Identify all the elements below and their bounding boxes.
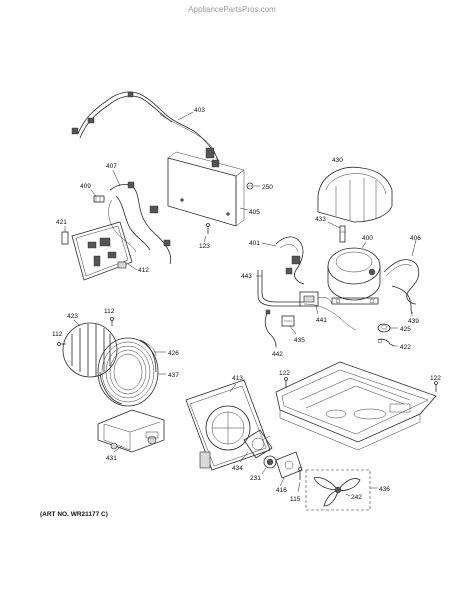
- fan-blade-box-436[interactable]: [305, 469, 371, 511]
- callout-405: 405: [249, 209, 260, 216]
- callout-426: 426: [168, 350, 179, 357]
- callout-112-top: 112: [104, 308, 115, 315]
- relay-441[interactable]: [299, 291, 333, 307]
- wire-442[interactable]: [264, 309, 277, 347]
- callout-250: 250: [262, 184, 273, 191]
- callout-416: 416: [276, 487, 287, 494]
- callout-433: 433: [315, 216, 326, 223]
- condenser-coil-437[interactable]: [97, 337, 159, 407]
- callout-431: 431: [106, 455, 117, 462]
- wire-harness-407[interactable]: [108, 181, 172, 265]
- insulation-426[interactable]: [139, 339, 157, 357]
- callout-441: 441: [316, 317, 327, 324]
- screw-122-right[interactable]: [434, 381, 438, 393]
- bracket-431[interactable]: [97, 409, 165, 453]
- callout-434: 434: [232, 465, 243, 472]
- callout-443: 443: [241, 273, 252, 280]
- callout-409: 409: [80, 183, 91, 190]
- grommet-231[interactable]: [263, 455, 277, 469]
- tube-439[interactable]: [391, 285, 413, 315]
- screw-115[interactable]: [298, 467, 302, 481]
- grommet-425[interactable]: [377, 323, 391, 333]
- machine-base[interactable]: [275, 361, 437, 451]
- callout-425: 425: [400, 326, 411, 333]
- screw-112-left[interactable]: [57, 342, 67, 346]
- screw-250[interactable]: [246, 182, 254, 190]
- louver-423[interactable]: [62, 322, 118, 378]
- screw-122-left[interactable]: [284, 377, 288, 389]
- screw-123-top[interactable]: [206, 223, 210, 235]
- callout-401: 401: [249, 240, 260, 247]
- suction-line-443[interactable]: [257, 270, 357, 331]
- callout-400: 400: [362, 235, 373, 242]
- motor-434[interactable]: [243, 429, 273, 459]
- cover-405[interactable]: [167, 151, 245, 227]
- callout-123: 123: [199, 243, 210, 250]
- wire-harness-403[interactable]: [71, 91, 220, 168]
- bracket-416[interactable]: [275, 451, 303, 479]
- callout-435: 435: [294, 337, 305, 344]
- callout-439: 439: [408, 318, 419, 325]
- callout-421: 421: [56, 219, 67, 226]
- callout-436: 436: [379, 486, 390, 493]
- compressor-400[interactable]: [327, 247, 381, 305]
- bracket-421[interactable]: [61, 231, 69, 245]
- art-number: (ART NO. WR21177 C): [40, 511, 108, 518]
- watermark: AppliancePartsPros.com: [188, 5, 276, 14]
- tubing-406[interactable]: [383, 259, 420, 305]
- fan-shroud-413[interactable]: [185, 379, 271, 471]
- callout-242: 242: [351, 494, 362, 501]
- fitting-433[interactable]: [339, 225, 346, 243]
- harness-401[interactable]: [275, 236, 305, 285]
- clip-422[interactable]: [377, 338, 395, 347]
- callout-115: 115: [290, 496, 301, 503]
- callout-407: 407: [106, 163, 117, 170]
- callout-413: 413: [232, 375, 243, 382]
- callout-231: 231: [250, 475, 261, 482]
- callout-442: 442: [272, 351, 283, 358]
- callout-122-right: 122: [430, 375, 441, 382]
- overload-435[interactable]: [281, 315, 295, 327]
- callout-406: 406: [410, 235, 421, 242]
- callout-122-left: 122: [279, 370, 290, 377]
- callout-403: 403: [194, 107, 205, 114]
- screw-112-top[interactable]: [110, 317, 114, 327]
- callout-437: 437: [168, 372, 179, 379]
- connector-409[interactable]: [93, 195, 105, 203]
- compressor-cover-430[interactable]: [317, 166, 393, 223]
- callout-422: 422: [400, 344, 411, 351]
- callout-412: 412: [138, 267, 149, 274]
- control-board-412[interactable]: [71, 221, 133, 281]
- callout-423: 423: [67, 313, 78, 320]
- callout-430: 430: [332, 157, 343, 164]
- callout-112-left: 112: [52, 331, 63, 338]
